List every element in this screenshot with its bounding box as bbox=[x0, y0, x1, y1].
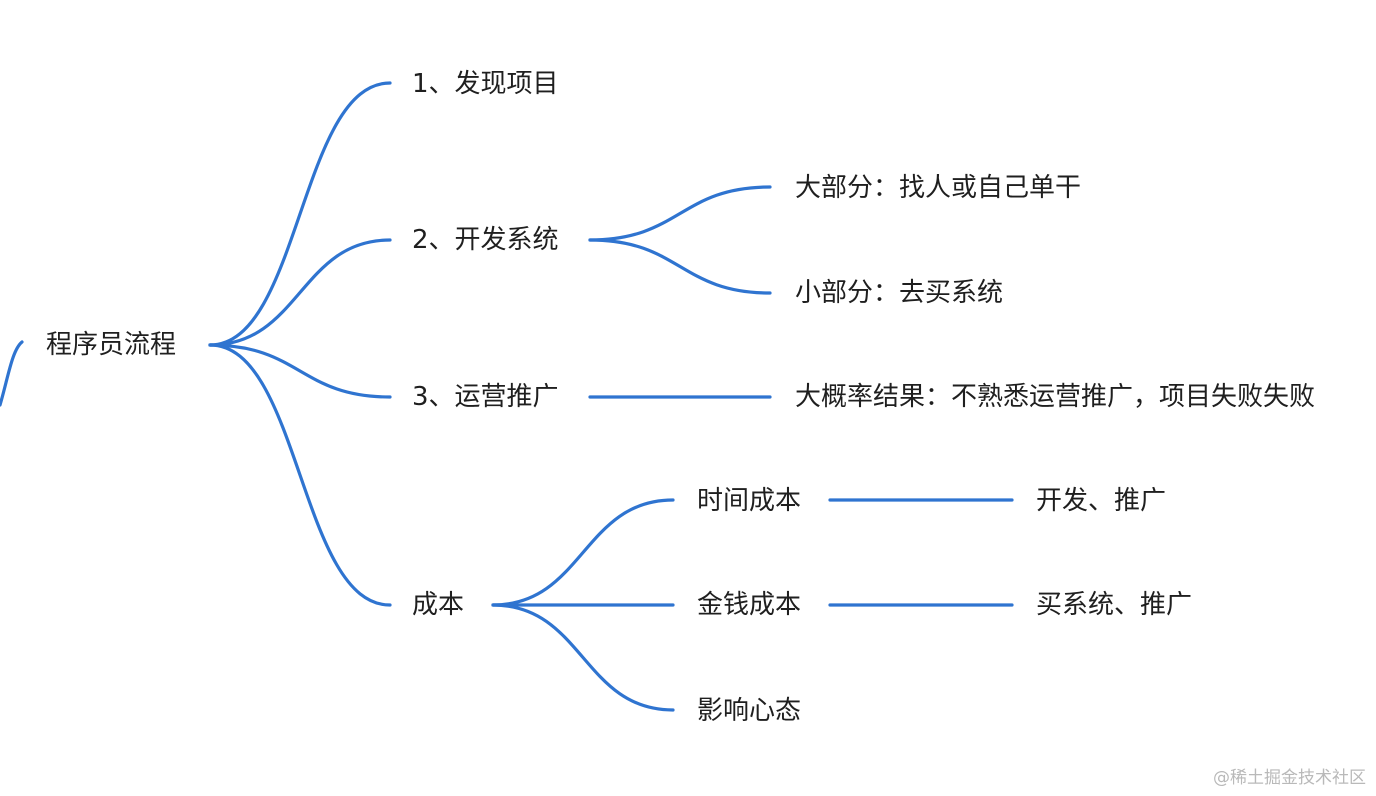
node-root[interactable]: 程序员流程 bbox=[46, 330, 177, 360]
node-time-cost[interactable]: 时间成本 bbox=[697, 486, 802, 516]
edge-cost-to-time bbox=[491, 498, 675, 607]
edge-cost-to-mindset bbox=[491, 603, 675, 712]
node-discover-project[interactable]: 1、发现项目 bbox=[412, 69, 559, 99]
edge-root-to-cost bbox=[208, 343, 392, 607]
node-develop-system[interactable]: 2、开发系统 bbox=[412, 225, 559, 255]
node-develop-few[interactable]: 小部分：去买系统 bbox=[795, 278, 1004, 308]
edge-root-to-operate bbox=[208, 343, 392, 399]
edge-root-to-discover bbox=[208, 81, 392, 347]
edge-parent-to-root bbox=[0, 340, 24, 407]
edge-root-to-develop bbox=[208, 238, 392, 347]
node-develop-most[interactable]: 大部分：找人或自己单干 bbox=[795, 173, 1082, 203]
edge-develop-to-most bbox=[588, 185, 772, 242]
node-operate-result[interactable]: 大概率结果：不熟悉运营推广，项目失败失败 bbox=[795, 382, 1316, 412]
watermark-text: @稀土掘金技术社区 bbox=[1213, 768, 1366, 788]
node-cost[interactable]: 成本 bbox=[412, 590, 465, 620]
node-money-cost-detail[interactable]: 买系统、推广 bbox=[1036, 590, 1193, 620]
node-operate-promote[interactable]: 3、运营推广 bbox=[412, 382, 559, 412]
node-mindset[interactable]: 影响心态 bbox=[697, 696, 802, 726]
node-time-cost-detail[interactable]: 开发、推广 bbox=[1036, 486, 1167, 516]
edge-develop-to-few bbox=[588, 238, 772, 295]
node-money-cost[interactable]: 金钱成本 bbox=[697, 590, 802, 620]
